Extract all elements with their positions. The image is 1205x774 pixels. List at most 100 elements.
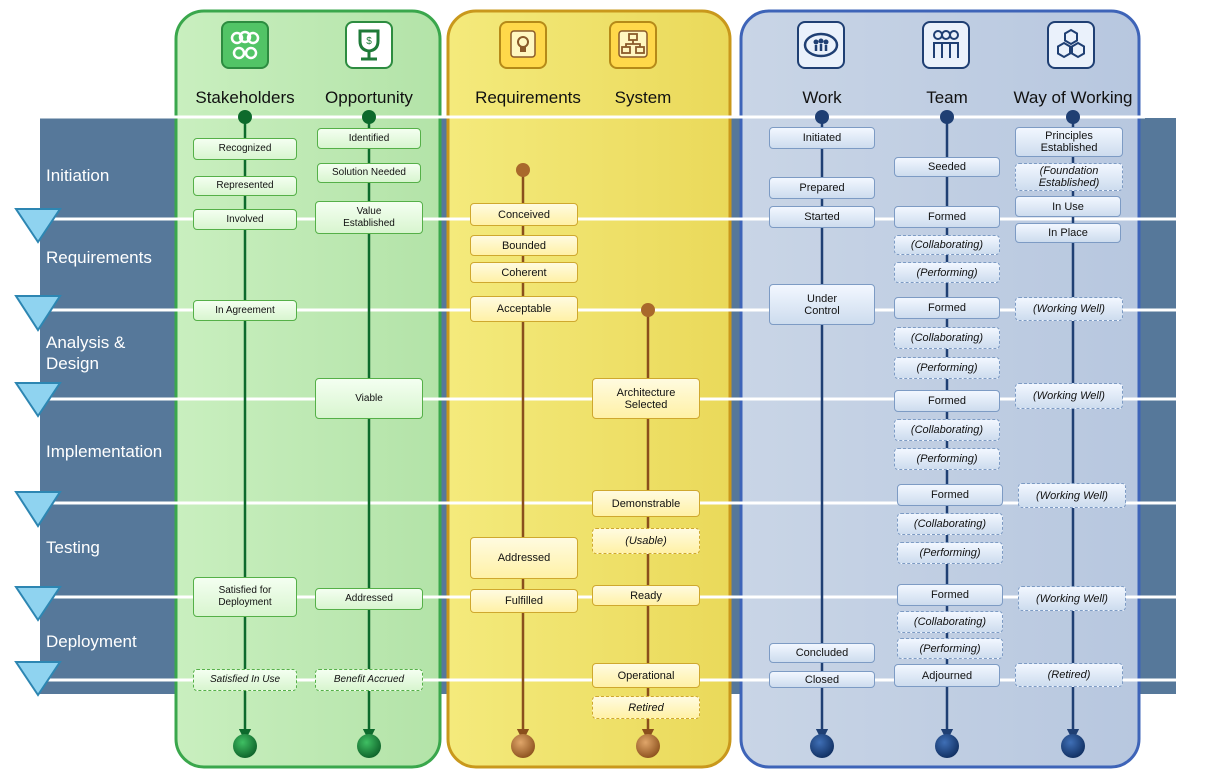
phase-label-implementation: Implementation (46, 442, 163, 461)
start-dot (516, 163, 530, 177)
state-opportunity-viable: Viable (315, 378, 423, 419)
hierarchy-icon (609, 21, 657, 69)
state-stakeholders-satisfied-for-deployment: Satisfied for Deployment (193, 577, 297, 617)
state-team-formed: Formed (894, 206, 1000, 228)
end-dot (810, 734, 834, 758)
state-requirements-addressed: Addressed (470, 537, 578, 579)
state-requirements-bounded: Bounded (470, 235, 578, 256)
end-dot (357, 734, 381, 758)
state-work-concluded: Concluded (769, 643, 875, 663)
state-team-adjourned: Adjourned (894, 664, 1000, 687)
svg-text:$: $ (366, 36, 372, 47)
alpha-label-way-of-working: Way of Working (1013, 88, 1133, 107)
end-dot (233, 734, 257, 758)
state-team-performing: (Performing) (894, 357, 1000, 379)
state-system-operational: Operational (592, 663, 700, 688)
state-team-collaborating: (Collaborating) (897, 611, 1003, 633)
state-system-architecture-selected: Architecture Selected (592, 378, 700, 419)
state-work-prepared: Prepared (769, 177, 875, 199)
state-stakeholders-recognized: Recognized (193, 138, 297, 160)
milestone-marker (14, 382, 62, 418)
alpha-label-work: Work (802, 88, 842, 107)
state-team-performing: (Performing) (894, 262, 1000, 283)
alpha-label-team: Team (926, 88, 968, 107)
state-stakeholders-satisfied-in-use: Satisfied In Use (193, 669, 297, 691)
state-opportunity-value-established: Value Established (315, 201, 423, 234)
state-team-formed: Formed (897, 484, 1003, 506)
state-way-of-working-working-well: (Working Well) (1018, 483, 1126, 508)
state-opportunity-addressed: Addressed (315, 588, 423, 610)
state-opportunity-benefit-accrued: Benefit Accrued (315, 669, 423, 691)
state-team-formed: Formed (894, 390, 1000, 412)
state-way-of-working-foundation-established: (Foundation Established) (1015, 163, 1123, 191)
phase-label-testing: Testing (46, 538, 100, 557)
end-dot (1061, 734, 1085, 758)
milestone-marker (14, 491, 62, 528)
state-requirements-fulfilled: Fulfilled (470, 589, 578, 613)
start-dot (940, 110, 954, 124)
state-work-under-control: Under Control (769, 284, 875, 325)
milestone-markers (14, 208, 62, 697)
milestone-marker (14, 661, 62, 697)
state-team-collaborating: (Collaborating) (894, 419, 1000, 441)
state-team-collaborating: (Collaborating) (894, 327, 1000, 349)
state-way-of-working-retired: (Retired) (1015, 663, 1123, 687)
milestone-marker (14, 295, 62, 332)
alpha-label-system: System (614, 88, 672, 107)
phase-label-analysis-design: Analysis & Design (46, 333, 126, 373)
state-stakeholders-represented: Represented (193, 176, 297, 196)
state-way-of-working-principles-established: Principles Established (1015, 127, 1123, 157)
state-system-retired: Retired (592, 696, 700, 719)
state-way-of-working-in-use: In Use (1015, 196, 1121, 217)
start-dot (362, 110, 376, 124)
trophy-icon: $ (345, 21, 393, 69)
phase-label-deployment: Deployment (46, 632, 137, 651)
state-requirements-coherent: Coherent (470, 262, 578, 283)
start-dot (815, 110, 829, 124)
alpha-label-opportunity: Opportunity (325, 88, 413, 107)
state-team-performing: (Performing) (894, 448, 1000, 470)
start-dot (641, 303, 655, 317)
phase-label-requirements: Requirements (46, 248, 152, 267)
start-dot (238, 110, 252, 124)
state-opportunity-identified: Identified (317, 128, 421, 149)
state-team-seeded: Seeded (894, 157, 1000, 177)
end-dot (511, 734, 535, 758)
state-work-started: Started (769, 206, 875, 228)
state-team-collaborating: (Collaborating) (894, 235, 1000, 255)
alpha-label-stakeholders: Stakeholders (195, 88, 295, 107)
start-dot (1066, 110, 1080, 124)
state-way-of-working-working-well: (Working Well) (1018, 586, 1126, 611)
state-stakeholders-involved: Involved (193, 209, 297, 230)
state-team-performing: (Performing) (897, 638, 1003, 659)
alpha-end-dots (233, 734, 1085, 758)
stakeholders-icon (221, 21, 269, 69)
state-way-of-working-working-well: (Working Well) (1015, 383, 1123, 409)
state-system-usable: (Usable) (592, 528, 700, 554)
state-requirements-acceptable: Acceptable (470, 296, 578, 322)
milestone-marker (14, 586, 62, 622)
state-opportunity-solution-needed: Solution Needed (317, 163, 421, 183)
state-team-formed: Formed (894, 297, 1000, 319)
phase-label-initiation: Initiation (46, 166, 110, 185)
state-way-of-working-in-place: In Place (1015, 223, 1121, 243)
state-way-of-working-working-well: (Working Well) (1015, 297, 1123, 321)
state-system-demonstrable: Demonstrable (592, 490, 700, 517)
state-team-collaborating: (Collaborating) (897, 513, 1003, 535)
alpha-start-dots (238, 110, 1080, 317)
state-stakeholders-in-agreement: In Agreement (193, 300, 297, 321)
milestone-marker (14, 208, 62, 244)
state-system-ready: Ready (592, 585, 700, 606)
state-team-formed: Formed (897, 584, 1003, 606)
state-team-performing: (Performing) (897, 542, 1003, 564)
team-icon (922, 21, 970, 69)
alpha-label-requirements: Requirements (475, 88, 581, 107)
hexagons-icon (1047, 21, 1095, 69)
state-work-initiated: Initiated (769, 127, 875, 149)
lightbulb-icon (499, 21, 547, 69)
end-dot (935, 734, 959, 758)
work-cycle-icon (797, 21, 845, 69)
end-dot (636, 734, 660, 758)
state-work-closed: Closed (769, 671, 875, 688)
state-requirements-conceived: Conceived (470, 203, 578, 226)
